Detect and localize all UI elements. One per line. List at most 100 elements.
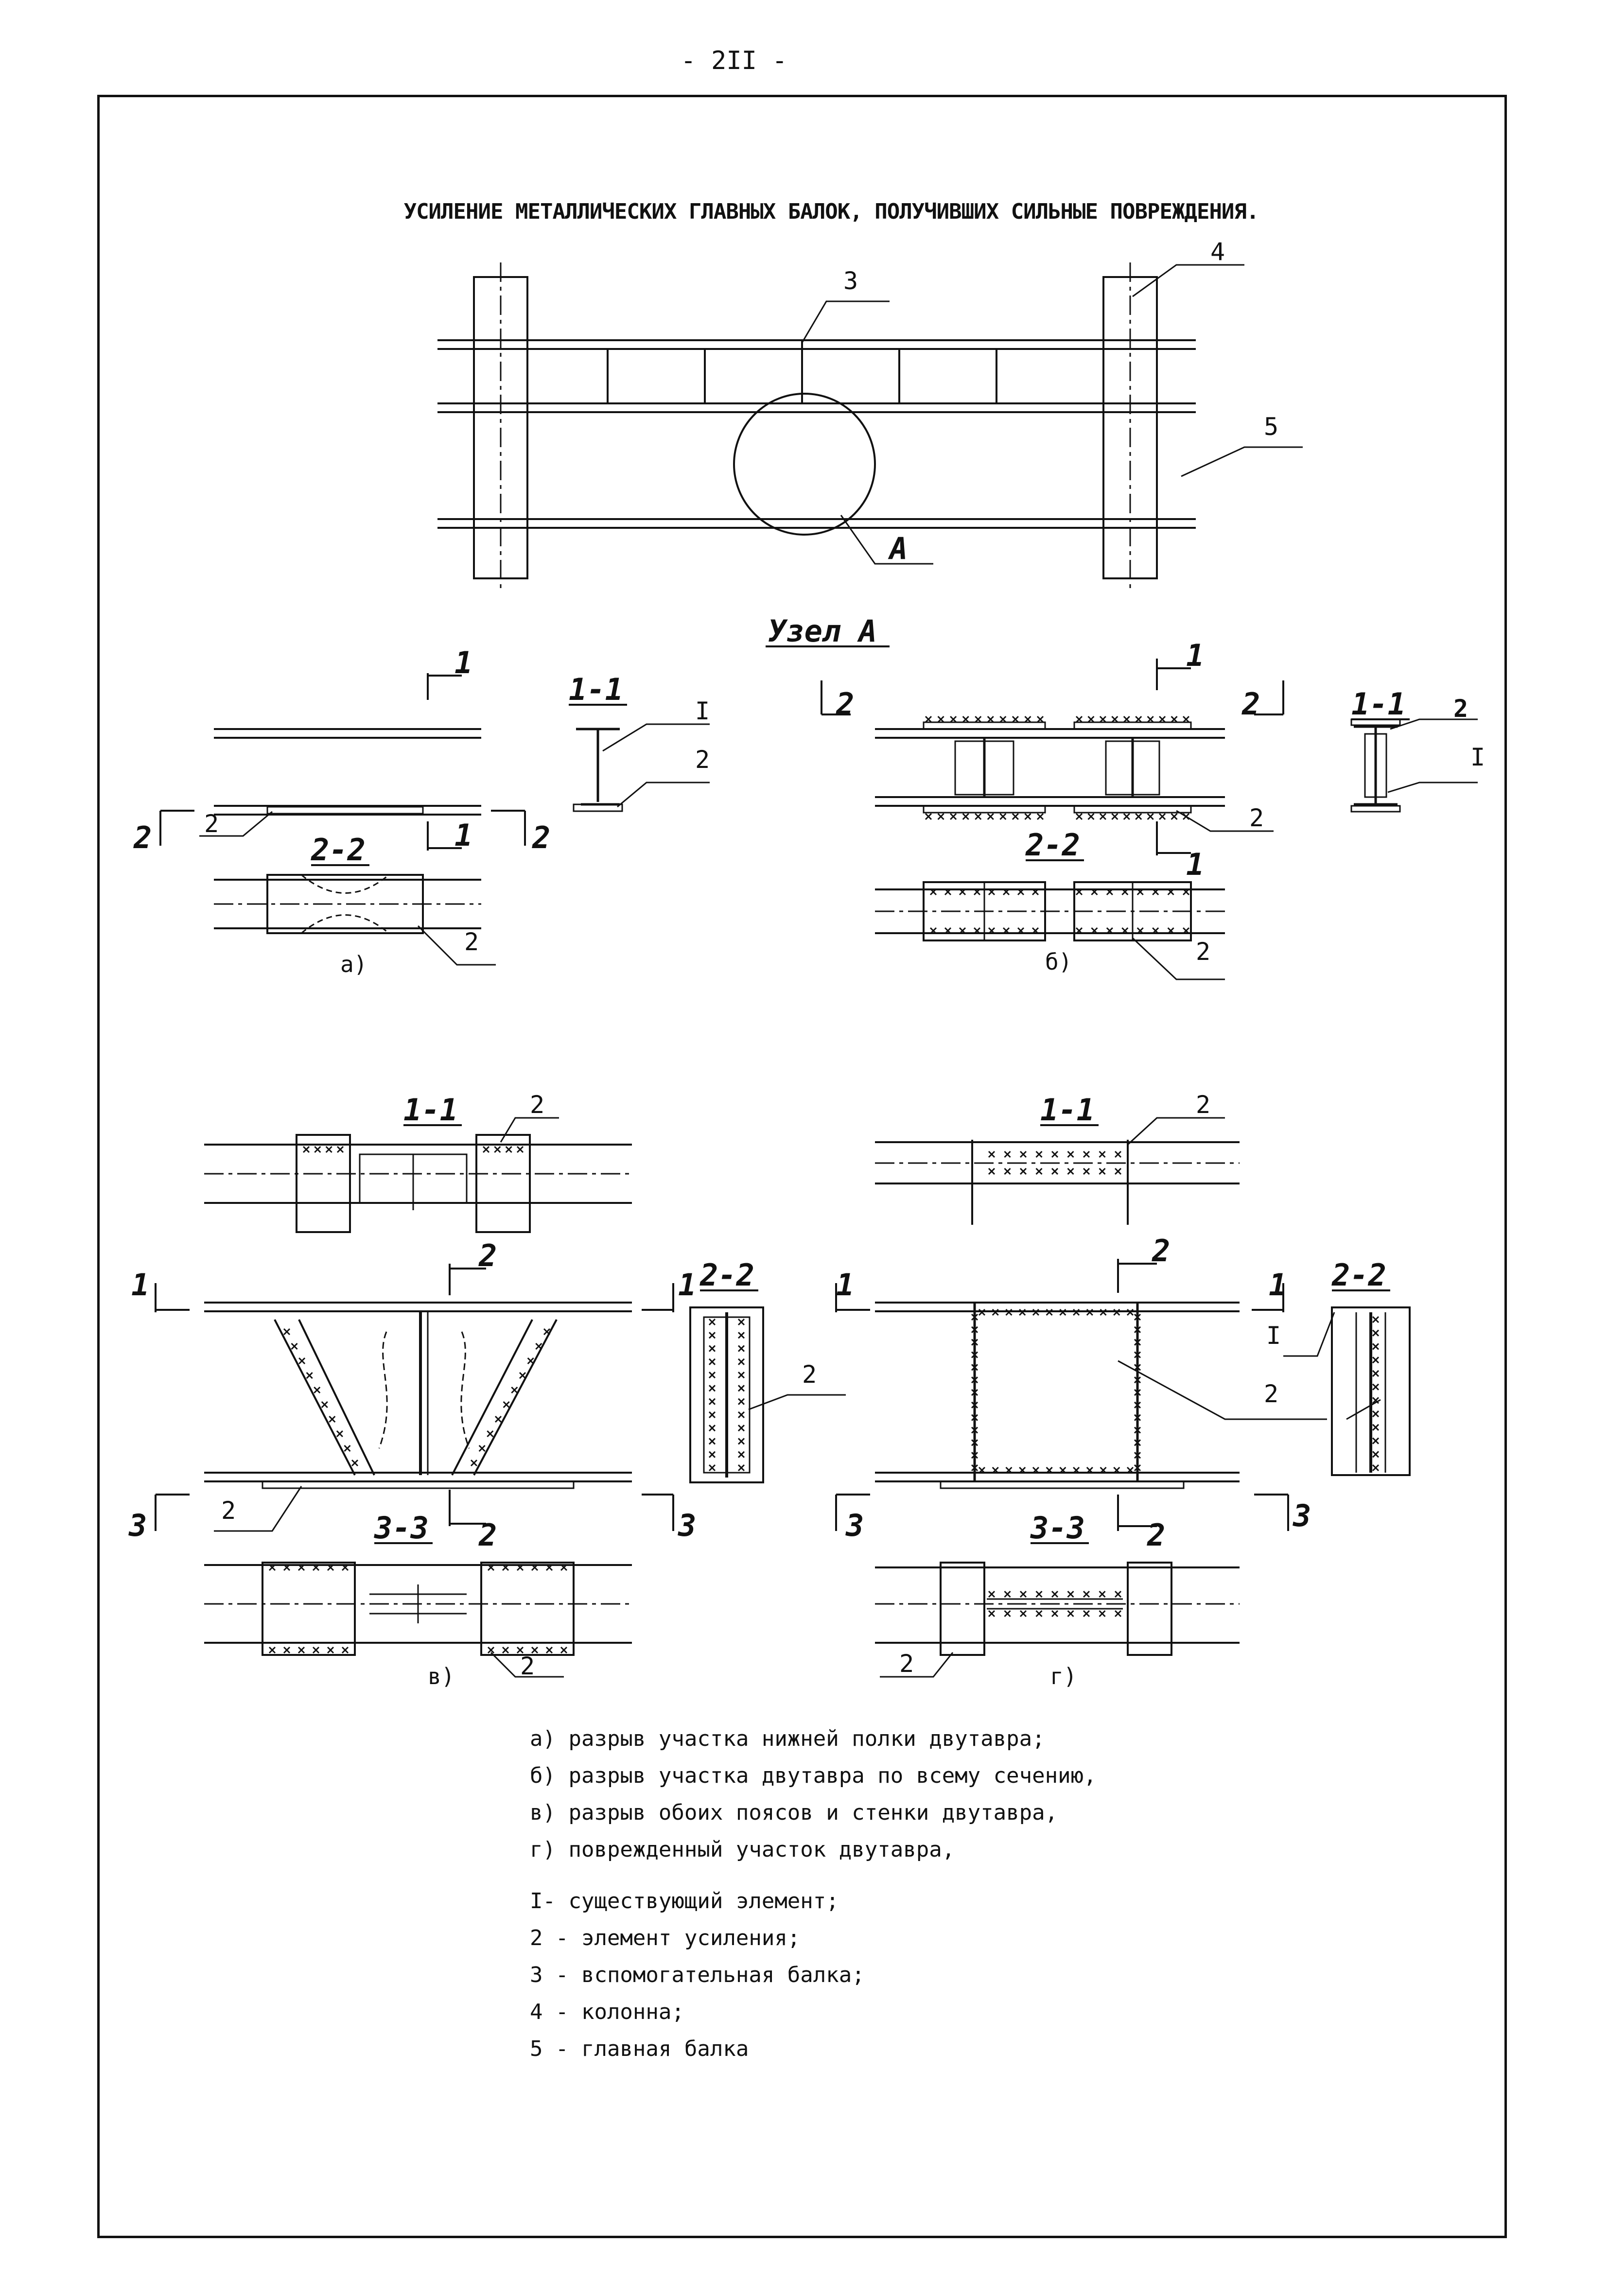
- weld-mark: [1123, 813, 1130, 820]
- legend-case-a: а) разрыв участка нижней полки двутавра;: [530, 1726, 1045, 1751]
- weld-mark: [988, 927, 996, 935]
- weld-mark: [1024, 813, 1031, 820]
- weld-mark: [1134, 1364, 1141, 1371]
- weld-mark: [988, 1150, 996, 1158]
- weld-mark: [531, 1646, 539, 1654]
- weld-mark: [1372, 1343, 1380, 1350]
- weld-mark: [1073, 1466, 1080, 1474]
- weld-mark: [1159, 813, 1166, 820]
- panel-b-marker-1-bottom: 1: [1186, 847, 1204, 882]
- weld-mark: [1004, 1610, 1011, 1618]
- weld-mark: [1099, 715, 1106, 723]
- weld-mark: [1134, 1452, 1141, 1459]
- panel-b-marker-2-left: 2: [836, 686, 854, 722]
- weld-mark: [975, 715, 982, 723]
- weld-mark: [1099, 1590, 1106, 1598]
- panel-b-section-1-1: 1-1: [1351, 686, 1406, 722]
- panel-c-section-3-3: 3-3: [374, 1510, 429, 1546]
- panel-a: 1 1 2 2 2 1-1 I 2 2-2 2 а): [133, 645, 710, 977]
- weld-mark: [1019, 1150, 1027, 1158]
- weld-mark: [560, 1564, 568, 1571]
- panel-a-label-2-elev: 2: [204, 810, 219, 838]
- panel-b-label-2-plan: 2: [1196, 938, 1210, 966]
- weld-mark: [971, 1452, 979, 1459]
- weld-mark: [1067, 1150, 1074, 1158]
- weld-mark: [992, 1308, 999, 1316]
- overview-elevation: 3 4 5 А: [437, 238, 1303, 593]
- weld-mark: [531, 1564, 539, 1571]
- weld-mark: [503, 1401, 510, 1409]
- weld-mark: [516, 1564, 524, 1571]
- legend-element-4: 4 - колонна;: [530, 2000, 684, 2024]
- panel-b-label-2-elev: 2: [1249, 804, 1264, 832]
- panel-a-section-plate: [573, 803, 623, 812]
- weld-mark: [1126, 1466, 1134, 1474]
- weld-mark: [494, 1415, 502, 1423]
- weld-mark: [1106, 927, 1113, 935]
- panel-b: 2 2 1 1 2 1-1 2 I 2-2 2 б): [821, 638, 1485, 980]
- legend-case-d: г) поврежденный участок двутавра,: [530, 1837, 955, 1862]
- weld-mark: [1051, 1167, 1059, 1175]
- weld-mark: [1372, 1397, 1380, 1404]
- weld-mark: [1106, 888, 1113, 896]
- weld-mark: [978, 1466, 986, 1474]
- legend-element-1: I- существующий элемент;: [530, 1889, 839, 1913]
- weld-mark: [336, 1146, 344, 1153]
- weld-mark: [1182, 715, 1190, 723]
- weld-mark: [1032, 1466, 1039, 1474]
- panel-a-marker-2-right: 2: [532, 820, 550, 855]
- weld-mark: [1035, 1150, 1043, 1158]
- weld-mark: [950, 715, 957, 723]
- weld-mark: [545, 1646, 553, 1654]
- panel-a-section-1-1: 1-1: [569, 672, 623, 707]
- weld-mark: [1035, 1590, 1043, 1598]
- weld-mark: [329, 1415, 336, 1423]
- weld-mark: [505, 1146, 512, 1153]
- panel-a-marker-2-left: 2: [133, 820, 152, 855]
- weld-mark: [929, 927, 937, 935]
- weld-mark: [1159, 715, 1166, 723]
- weld-mark: [487, 1646, 495, 1654]
- node-a-circle: [733, 393, 876, 536]
- panel-a-reinforcement-plate: [266, 806, 424, 815]
- weld-mark: [478, 1444, 486, 1452]
- weld-mark: [482, 1146, 490, 1153]
- weld-mark: [1147, 715, 1154, 723]
- panel-a-caption: а): [340, 951, 367, 977]
- weld-mark: [321, 1401, 328, 1409]
- weld-mark: [1017, 927, 1025, 935]
- weld-mark: [1012, 813, 1019, 820]
- panel-a-label-2-plan: 2: [464, 928, 479, 956]
- weld-mark: [487, 1564, 495, 1571]
- weld-mark: [1372, 1357, 1380, 1364]
- panel-d-caption: г): [1050, 1663, 1077, 1689]
- weld-mark: [1019, 1590, 1027, 1598]
- weld-mark: [1152, 927, 1159, 935]
- weld-mark: [341, 1646, 349, 1654]
- panel-b-marker-1-top: 1: [1186, 638, 1204, 673]
- panel-b-caption: б): [1045, 949, 1072, 975]
- panel-c-label-2-elev: 2: [221, 1496, 236, 1525]
- weld-mark: [1075, 813, 1083, 820]
- weld-mark: [1059, 1308, 1066, 1316]
- weld-mark: [1067, 1167, 1074, 1175]
- weld-mark: [973, 888, 981, 896]
- weld-mark: [283, 1328, 291, 1336]
- panel-c-marker-3-right: 3: [678, 1508, 696, 1543]
- weld-mark: [929, 888, 937, 896]
- weld-mark: [1134, 1464, 1141, 1472]
- weld-mark: [502, 1646, 509, 1654]
- node-title: Узел А: [768, 613, 877, 649]
- weld-mark: [999, 715, 1007, 723]
- weld-mark: [291, 1342, 298, 1350]
- weld-mark: [1051, 1610, 1059, 1618]
- weld-mark: [297, 1564, 305, 1571]
- weld-mark: [1134, 1313, 1141, 1321]
- weld-mark: [1099, 1610, 1106, 1618]
- weld-mark: [312, 1564, 320, 1571]
- weld-mark: [1134, 1376, 1141, 1384]
- weld-mark: [987, 715, 994, 723]
- weld-mark: [1083, 1610, 1090, 1618]
- weld-mark: [737, 1332, 745, 1339]
- panel-c-caption: в): [428, 1663, 454, 1689]
